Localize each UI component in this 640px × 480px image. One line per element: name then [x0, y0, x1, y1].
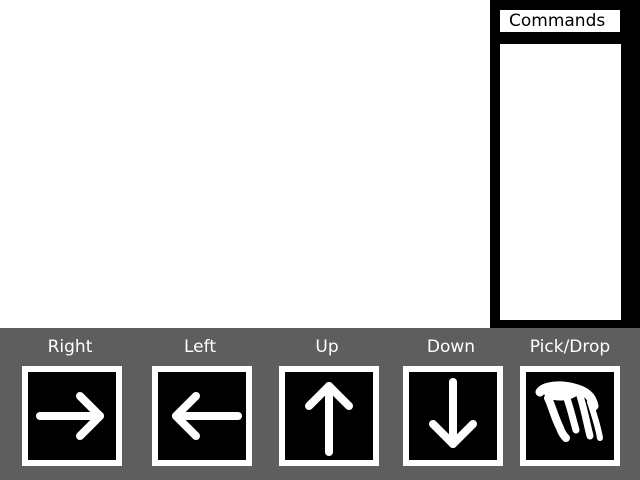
left-button-face	[158, 372, 246, 460]
pick-drop-button-face	[526, 372, 614, 460]
down-button[interactable]	[403, 366, 503, 466]
right-label: Right	[47, 337, 93, 357]
pick-drop-button[interactable]	[520, 366, 620, 466]
commands-panel: Commands	[490, 0, 640, 328]
right-button-face	[28, 372, 116, 460]
arrow-down-icon	[429, 378, 477, 448]
command-toolbar: Right Left	[0, 328, 640, 480]
right-button[interactable]	[22, 366, 122, 466]
tool-right: Right	[20, 328, 122, 480]
commands-list[interactable]	[500, 44, 621, 320]
left-label: Left	[184, 337, 216, 357]
down-label: Down	[426, 337, 476, 357]
up-button[interactable]	[279, 366, 379, 466]
tool-down: Down	[401, 328, 503, 480]
arrow-left-icon	[172, 392, 242, 440]
tool-up: Up	[277, 328, 379, 480]
work-area[interactable]	[0, 0, 490, 328]
tool-pick-drop: Pick/Drop	[520, 328, 620, 480]
arrow-up-icon	[305, 382, 353, 456]
pick-drop-label: Pick/Drop	[529, 337, 611, 357]
up-button-face	[285, 372, 373, 460]
down-button-face	[409, 372, 497, 460]
commands-title: Commands	[500, 10, 620, 32]
left-button[interactable]	[152, 366, 252, 466]
up-label: Up	[315, 337, 339, 357]
arrow-right-icon	[36, 392, 104, 440]
tool-left: Left	[150, 328, 252, 480]
hand-icon	[535, 381, 603, 442]
